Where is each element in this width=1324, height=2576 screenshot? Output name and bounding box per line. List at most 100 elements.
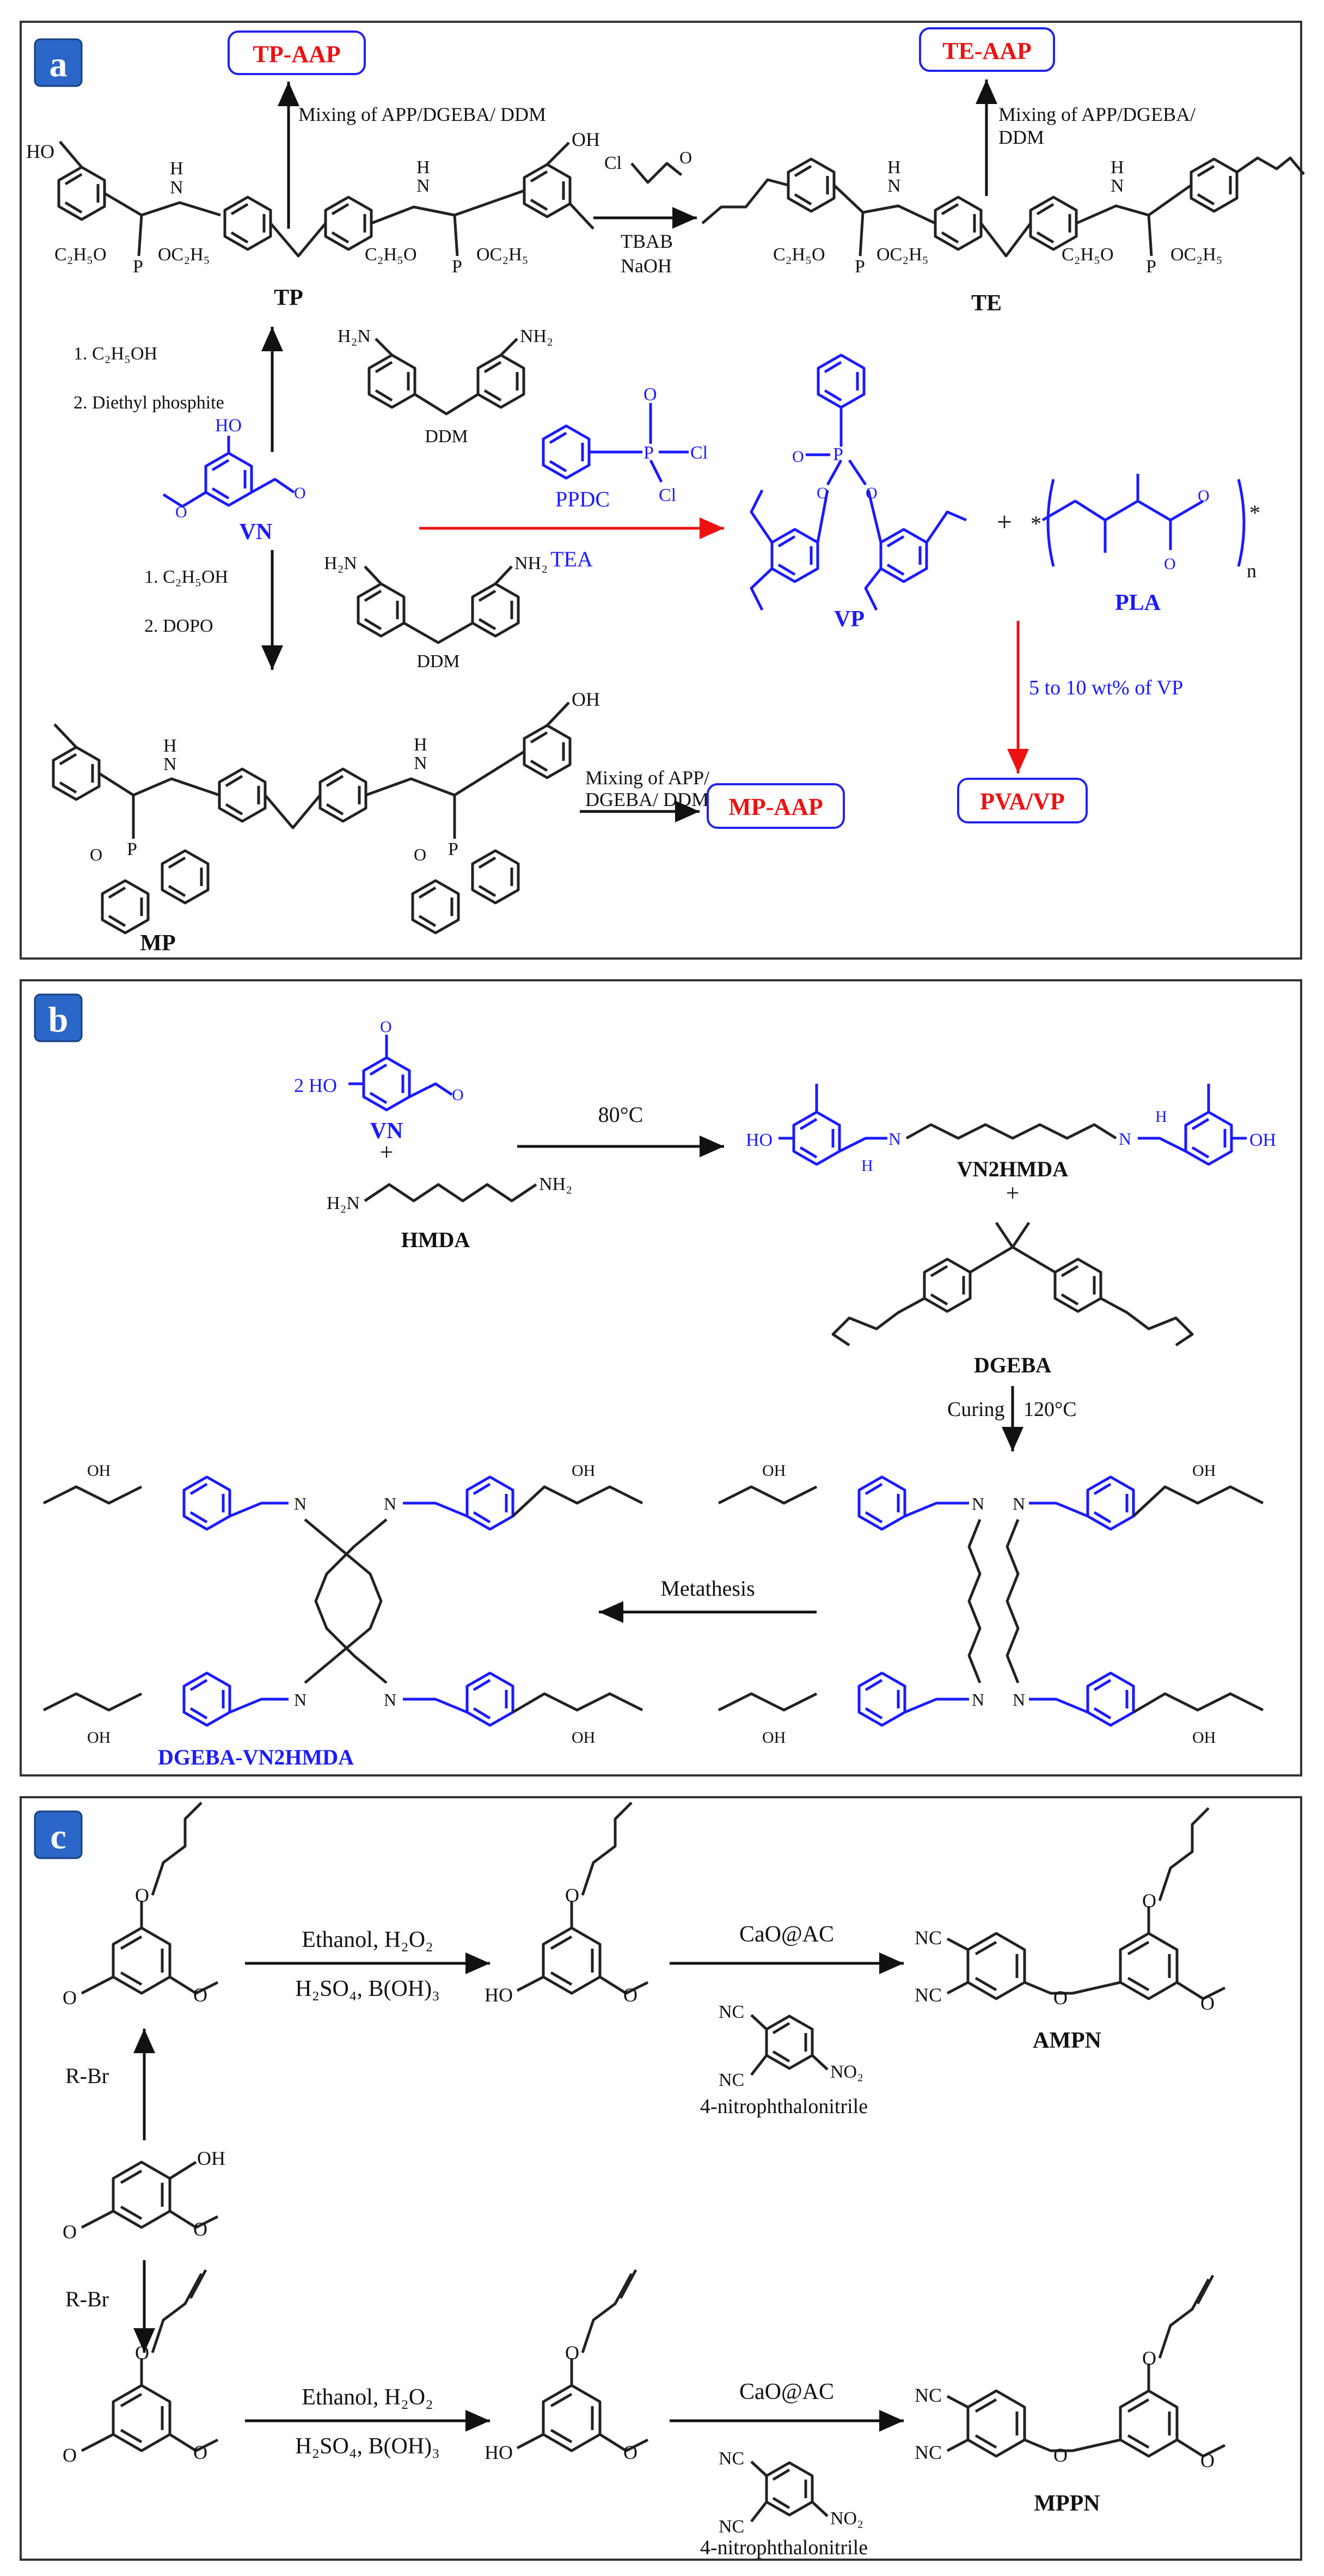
exch-oh-4: OH [572, 1729, 595, 1747]
panel-b-label-badge [34, 993, 83, 1042]
vp-o-3: O [866, 484, 878, 502]
temp-80c: 80°C [598, 1102, 643, 1127]
vn2hmda-dgeba-plus: + [1006, 1180, 1020, 1206]
allyl-phenol [516, 1802, 649, 1995]
panel-a-label: a [50, 45, 68, 84]
network-n-4: N [1013, 1690, 1025, 1710]
nitro-bottom-name: 4-nitrophthalonitrile [700, 2536, 868, 2559]
pva-vp-label: PVA/VP [980, 788, 1065, 815]
ddm-top-nh2: NH₂ [520, 326, 553, 346]
mix-te-condition-1: Mixing of APP/DGEBA/ [998, 103, 1196, 125]
ampn-molecule [946, 1807, 1226, 2000]
propargyl-vanillin-o3: O [193, 2441, 207, 2463]
exch-n-4: N [384, 1690, 396, 1710]
ppdc-cl-1: Cl [690, 443, 708, 463]
propargyl-phenol-o2: O [623, 2441, 638, 2463]
tp-nh-1n: N [170, 178, 183, 198]
vanillin-c-oh: OH [197, 2147, 225, 2169]
propargyl-phenol-o1: O [565, 2342, 579, 2364]
te-aap-label: TE-AAP [942, 38, 1032, 64]
hmda-chain [364, 1183, 537, 1202]
hmda-h2n: H₂N [327, 1193, 360, 1213]
plus-vp-pla: + [997, 506, 1012, 537]
network-n-1: N [972, 1494, 984, 1513]
mppn-nc-2: NC [915, 2441, 942, 2463]
ppdc-o: O [643, 384, 657, 405]
te-ester-3: C₂H₅O [1062, 245, 1114, 265]
te-nh-2n: N [1111, 176, 1124, 196]
tp-name: TP [274, 285, 303, 310]
mp-step-2: 2. DOPO [144, 616, 213, 636]
allyl-vanillin-o2: O [63, 1987, 77, 2009]
mp-aap-box [707, 783, 845, 829]
mppn-molecule [946, 2274, 1226, 2458]
ampn-nc-1: NC [915, 1927, 942, 1949]
nitrophthalonitrile-bottom [750, 2461, 829, 2523]
panel-c-label: c [50, 1817, 66, 1857]
vn2hmda-ho: HO [746, 1130, 773, 1150]
te-ester-2: OC₂H₅ [876, 245, 929, 265]
exch-n-2: N [384, 1494, 396, 1513]
tea-condition: TEA [550, 547, 593, 571]
te-nh-2: H [1111, 157, 1124, 178]
nitro-top-nc-2: NC [719, 2070, 744, 2090]
vp-wt-condition: 5 to 10 wt% of VP [1029, 676, 1183, 699]
vp-molecule [750, 355, 967, 611]
allyl-vanillin-o1: O [135, 1884, 149, 1906]
mp-nh-2n: N [414, 753, 427, 773]
ampn-name: AMPN [1033, 2028, 1101, 2053]
panel-c-label-badge [34, 1810, 83, 1859]
pla-star-1: * [1031, 511, 1041, 536]
pla-star-2: * [1249, 500, 1260, 525]
mix-te-condition-2: DDM [998, 126, 1044, 148]
tp-step-2: 2. Diethyl phosphite [73, 393, 224, 413]
tp-ester-4: OC₂H₅ [476, 245, 529, 265]
panel-c-frame [20, 1796, 1302, 2561]
tp-step-1: 1. C₂H₅OH [73, 344, 157, 364]
vn-molecule-b [348, 1035, 453, 1110]
pva-vp-box [957, 778, 1088, 823]
mppn-nc-1: NC [915, 2384, 942, 2406]
mp-o-2: O [414, 845, 426, 864]
te-aap-box [919, 27, 1055, 72]
mp-aap-label: MP-AAP [728, 793, 823, 820]
ddm-bottom-name: DDM [416, 651, 459, 672]
nitro-top-nc-1: NC [719, 2002, 744, 2022]
cured-network [718, 1477, 1264, 1725]
curing-temp: 120°C [1023, 1398, 1077, 1421]
exch-n-1: N [294, 1494, 307, 1513]
pla-n: n [1247, 560, 1256, 582]
vn-name: VN [240, 520, 273, 545]
te-ester-1: C₂H₅O [773, 245, 825, 265]
mix-mp-condition-1: Mixing of APP/ [585, 767, 709, 789]
vanillin-c [81, 2162, 219, 2229]
network-n-2: N [1013, 1494, 1025, 1513]
allyl-vanillin-o3: O [193, 1984, 207, 2006]
propargyl-vanillin [81, 2269, 219, 2452]
propargyl-phenol-ho: HO [485, 2441, 513, 2463]
mp-name: MP [140, 931, 175, 956]
mppn-o-2: O [1142, 2347, 1156, 2369]
te-molecule [701, 156, 1305, 258]
vp-p: P [833, 444, 843, 465]
panel-b-label: b [48, 1000, 69, 1040]
vn2hmda-n-2: N [1119, 1129, 1131, 1149]
tp-ester-3: C₂H₅O [365, 245, 417, 265]
rbr-down-label: R-Br [65, 2287, 109, 2311]
ampn-nc-2: NC [915, 1984, 942, 2006]
vn-b-name: VN [370, 1119, 403, 1144]
vn2hmda-oh: OH [1249, 1130, 1276, 1150]
nitro-bottom-nc-2: NC [719, 2517, 744, 2537]
te-p-2: P [1146, 257, 1156, 277]
tp-p-2: P [452, 257, 462, 277]
dgeba-molecule [831, 1222, 1194, 1347]
network-oh-3: OH [762, 1729, 786, 1747]
vn-hmda-plus: + [380, 1139, 394, 1165]
vn-b-aldehyde-o: O [452, 1086, 464, 1104]
vp-o-2: O [817, 484, 829, 502]
mppn-o-3: O [1200, 2450, 1215, 2471]
te-ester-4: OC₂H₅ [1170, 245, 1223, 265]
network-oh-1: OH [762, 1462, 786, 1480]
exch-oh-2: OH [572, 1462, 595, 1480]
